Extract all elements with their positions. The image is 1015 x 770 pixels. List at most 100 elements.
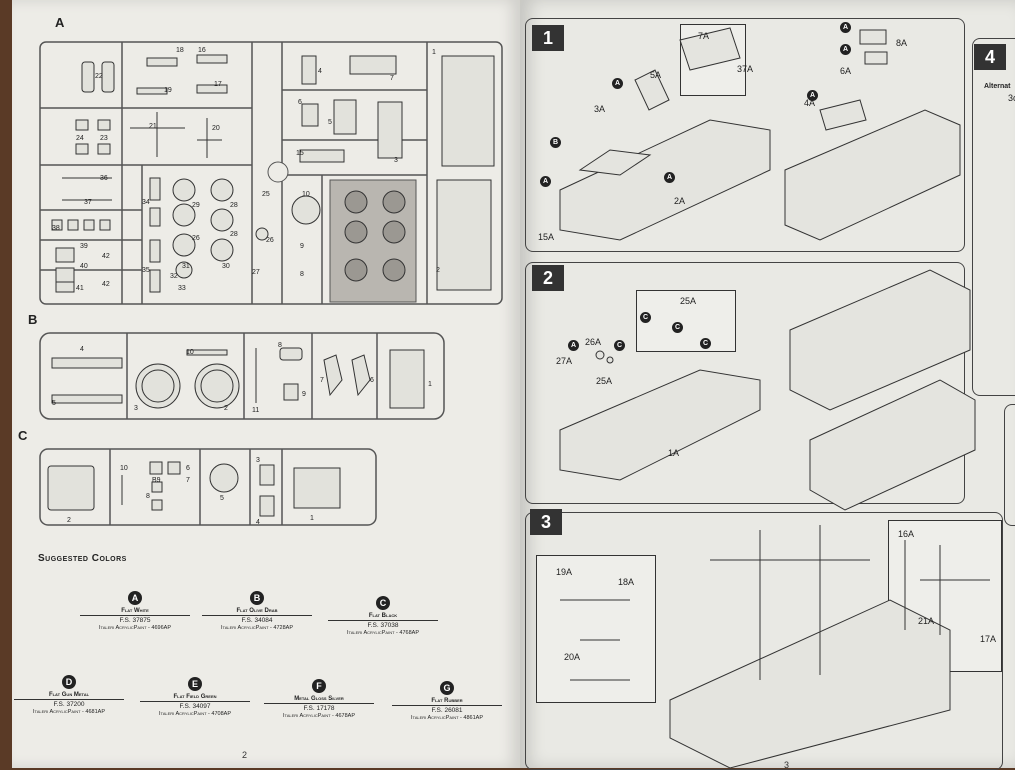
svg-text:9: 9 [302, 391, 306, 398]
svg-text:6: 6 [186, 465, 190, 472]
svg-text:10: 10 [186, 349, 194, 356]
svg-text:6: 6 [298, 99, 302, 106]
svg-text:10: 10 [302, 191, 310, 198]
svg-text:41: 41 [76, 285, 84, 292]
svg-text:27: 27 [252, 269, 260, 276]
color-paint: Italeri AcrylicPaint - 4861AP [411, 715, 483, 721]
svg-text:15: 15 [296, 150, 304, 157]
color-paint: Italeri AcrylicPaint - 4708AP [159, 711, 231, 717]
color-badge: D [62, 675, 76, 689]
step-2-callout [636, 290, 736, 352]
color-badge: A [840, 22, 851, 33]
part-label: 18A [618, 577, 635, 587]
svg-text:1: 1 [432, 49, 436, 56]
step-number: 1 [532, 25, 564, 51]
color-item: C Flat Black F.S. 37038 Italeri AcrylicP… [328, 593, 438, 636]
color-badge: A [568, 340, 579, 351]
part-label: 25A [680, 296, 697, 306]
color-badge: B [250, 591, 264, 605]
color-badge: C [614, 340, 625, 351]
color-paint: Italeri AcrylicPaint - 4768AP [347, 630, 419, 636]
part-label: 4A [804, 98, 816, 108]
color-badge: G [440, 681, 454, 695]
color-name: Flat White [80, 608, 190, 616]
part-label: 2A [674, 196, 686, 206]
svg-text:10: 10 [120, 465, 128, 472]
color-badge: C [672, 322, 683, 333]
color-fs: F.S. 34084 [241, 617, 273, 624]
svg-text:38: 38 [52, 225, 60, 232]
svg-text:19: 19 [164, 87, 172, 94]
svg-text:3: 3 [394, 157, 398, 164]
svg-text:33: 33 [178, 285, 186, 292]
color-fs: F.S. 37875 [119, 617, 151, 624]
part-label: 5A [650, 70, 662, 80]
svg-text:29: 29 [192, 202, 200, 209]
color-badge: C [700, 338, 711, 349]
step-number: 4 [974, 44, 1006, 70]
svg-text:1: 1 [428, 381, 432, 388]
color-fs: F.S. 34097 [179, 703, 211, 710]
svg-text:34: 34 [142, 199, 150, 206]
alternative-label: Alternat [984, 83, 1011, 90]
svg-text:8: 8 [146, 493, 150, 500]
part-label: 1A [668, 448, 680, 458]
color-badge: A [612, 78, 623, 89]
svg-text:2: 2 [224, 405, 228, 412]
part-label: 19A [556, 567, 573, 577]
color-item: A Flat White F.S. 37875 Italeri AcrylicP… [80, 588, 190, 631]
part-label: 27A [556, 356, 573, 366]
color-badge: A [840, 44, 851, 55]
color-badge: A [128, 591, 142, 605]
svg-text:21: 21 [149, 123, 157, 130]
svg-text:30: 30 [222, 263, 230, 270]
part-label: 7A [698, 31, 710, 41]
part-label: 17A [980, 634, 997, 644]
svg-text:24: 24 [76, 135, 84, 142]
svg-text:11: 11 [252, 407, 259, 414]
svg-text:35: 35 [142, 267, 150, 274]
svg-text:25: 25 [262, 191, 270, 198]
svg-text:26: 26 [266, 237, 274, 244]
color-item: F Metal Gloss Silver F.S. 17178 Italeri … [264, 676, 374, 719]
color-fs: F.S. 26081 [431, 707, 463, 714]
svg-text:37: 37 [84, 199, 92, 206]
svg-text:6: 6 [370, 377, 374, 384]
svg-text:17: 17 [214, 81, 222, 88]
svg-text:42: 42 [102, 253, 110, 260]
color-item: E Flat Field Green F.S. 34097 Italeri Ac… [140, 674, 250, 717]
color-name: Flat Olive Drab [202, 608, 312, 616]
svg-text:4: 4 [318, 68, 322, 75]
color-badge: A [807, 90, 818, 101]
part-label: 3c [1008, 93, 1015, 103]
svg-text:3: 3 [256, 457, 260, 464]
svg-text:7: 7 [320, 377, 324, 384]
color-name: Flat Rubber [392, 698, 502, 706]
step-2-box [525, 262, 965, 504]
svg-text:8: 8 [300, 271, 304, 278]
step-3-callout-left [536, 555, 656, 703]
step-4-box [972, 38, 1015, 396]
color-name: Metal Gloss Silver [264, 696, 374, 704]
color-item: B Flat Olive Drab F.S. 34084 Italeri Acr… [202, 588, 312, 631]
svg-text:32: 32 [170, 273, 178, 280]
part-label: 15A [538, 232, 555, 242]
sprue-label-a: A [55, 15, 65, 30]
svg-text:5: 5 [220, 495, 224, 502]
color-badge: B [550, 137, 561, 148]
step-5-box [1004, 404, 1015, 526]
part-label: 8A [896, 38, 908, 48]
color-name: Flat Black [328, 613, 438, 621]
part-label: 21A [918, 616, 935, 626]
color-name: Flat Field Green [140, 694, 250, 702]
svg-text:28: 28 [230, 202, 238, 209]
color-fs: F.S. 37038 [367, 622, 399, 629]
svg-text:18: 18 [176, 47, 184, 54]
step-1-box [525, 18, 965, 252]
color-badge: C [376, 596, 390, 610]
color-badge: C [640, 312, 651, 323]
color-fs: F.S. 17178 [303, 705, 335, 712]
svg-text:4: 4 [256, 519, 260, 526]
